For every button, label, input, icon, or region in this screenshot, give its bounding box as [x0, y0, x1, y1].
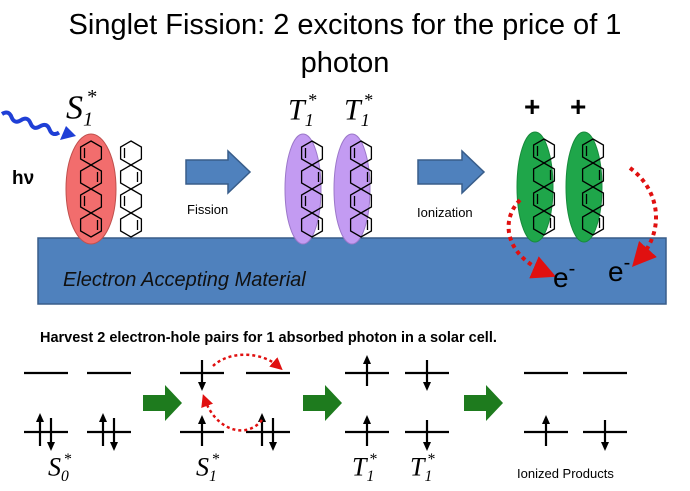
tetracene-molecule-ground — [119, 140, 143, 238]
s1-state-label: S1* — [196, 451, 220, 486]
title-line-2: photon — [300, 47, 390, 79]
singlet-state-label: S1* — [66, 86, 98, 131]
energy-diagram-s0 — [24, 371, 131, 451]
triplet-state-label-2: T1* — [344, 90, 374, 130]
fission-label: Fission — [187, 202, 229, 217]
electron-label-2: e- — [608, 252, 631, 287]
ionized-products-label: Ionized Products — [517, 466, 614, 481]
title-line-1: Singlet Fission: 2 excitons for the pric… — [68, 9, 622, 41]
ionized-molecule-ellipse-2 — [565, 131, 603, 243]
ionization-label: Ionization — [417, 205, 473, 220]
harvest-caption: Harvest 2 electron-hole pairs for 1 abso… — [40, 330, 497, 346]
photon-arrowhead — [60, 126, 76, 140]
hole-plus-1: + — [524, 91, 541, 122]
energy-diagram-s1 — [180, 360, 290, 451]
fission-arrow — [185, 149, 252, 195]
photon-wave — [0, 110, 61, 137]
electron-accepting-material-bar — [37, 237, 667, 305]
triplet-state-label-1: T1* — [288, 90, 318, 130]
hole-plus-2: + — [570, 91, 587, 122]
energy-arrow-3 — [464, 385, 503, 421]
electron-transfer-path-1 — [506, 198, 557, 279]
energy-diagram-t1 — [345, 355, 449, 451]
energy-arrow-2 — [303, 385, 342, 421]
electron-label-1: e- — [553, 258, 576, 293]
t1-state-label-2: T1* — [410, 451, 436, 486]
energy-diagram-ionized — [524, 371, 627, 451]
energy-arrow-1 — [143, 385, 182, 421]
triplet-exciton-ellipse-1 — [284, 133, 322, 245]
transfer-path-lower — [201, 394, 263, 432]
transfer-path-upper — [212, 353, 283, 371]
electron-transfer-path-2 — [628, 166, 658, 267]
s0-state-label: S0* — [48, 451, 72, 486]
ionized-molecule-ellipse-1 — [516, 131, 554, 243]
triplet-exciton-ellipse-2 — [333, 133, 371, 245]
t1-state-label-1: T1* — [352, 451, 378, 486]
electron-accepting-material-label: Electron Accepting Material — [63, 269, 306, 291]
ionization-arrow — [417, 149, 486, 195]
photon-label: hν — [12, 168, 35, 189]
